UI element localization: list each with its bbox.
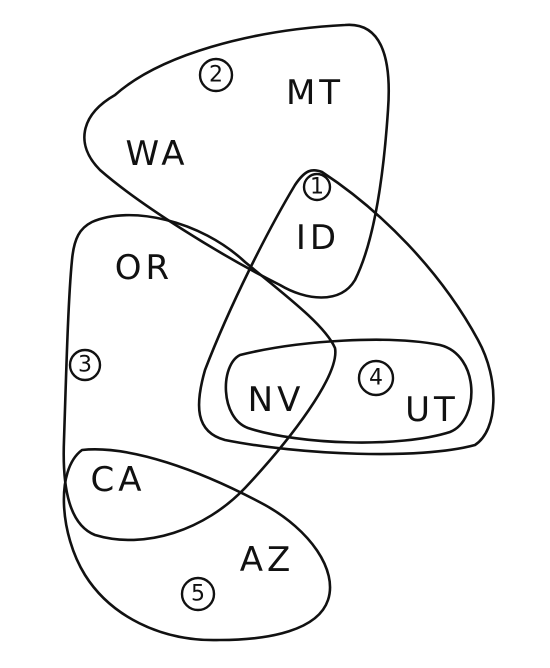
state-label-ut: UT	[405, 390, 459, 430]
state-label-or: OR	[115, 248, 173, 288]
state-label-wa: WA	[125, 134, 188, 174]
set-3-outline	[62, 213, 337, 542]
set-5-marker: 5	[180, 576, 216, 612]
set-1-outline	[197, 168, 495, 456]
state-label-id: ID	[296, 218, 340, 258]
state-label-ca: CA	[91, 460, 146, 500]
state-label-az: AZ	[240, 540, 295, 580]
set-4-marker: 4	[357, 359, 395, 397]
set-5-number: 5	[191, 582, 205, 607]
state-label-mt: MT	[286, 73, 344, 113]
set-2-number: 2	[209, 63, 223, 88]
set-2-marker: 2	[198, 57, 234, 93]
set-1-marker: 1	[302, 172, 332, 202]
set-5-outline	[62, 448, 332, 642]
set-4-outline	[224, 338, 473, 444]
set-4-number: 4	[369, 366, 383, 391]
set-3-number: 3	[78, 353, 92, 378]
set-2-outline	[83, 23, 390, 299]
set-1-number: 1	[310, 175, 324, 200]
state-label-nv: NV	[248, 380, 305, 420]
set-3-marker: 3	[68, 348, 102, 382]
